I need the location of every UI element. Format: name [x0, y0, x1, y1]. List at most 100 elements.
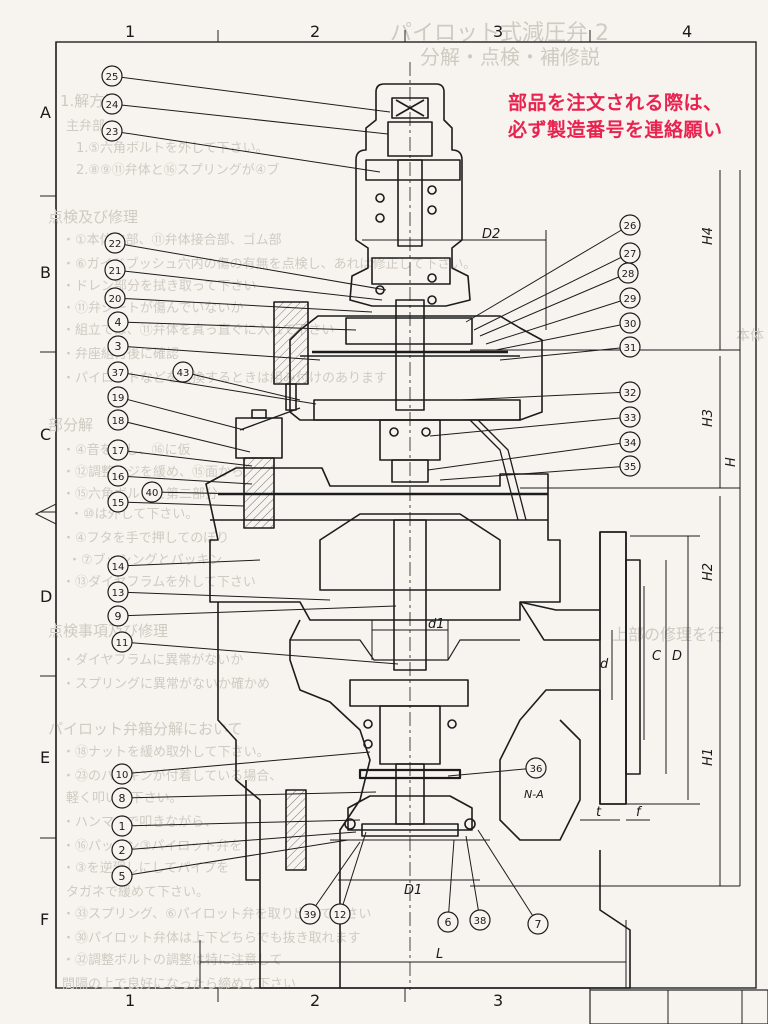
callout-bubble: 40	[141, 481, 163, 503]
callout-bubble: 22	[104, 232, 126, 254]
dimension-labels: H4 H3 H H2 H1 D2 D1 d1 d C D t f L N-A	[404, 227, 739, 962]
background-line: 点検及び修理	[48, 208, 138, 226]
leader-line	[473, 252, 631, 331]
background-line: ・⑬ダイヤフラムを外して下さい	[62, 575, 256, 590]
leader-line	[117, 475, 253, 485]
background-line: ・⑮六角ボルトを第二部分	[62, 487, 218, 502]
callout-number: 26	[624, 221, 637, 232]
col-label-2: 2	[310, 22, 320, 41]
leader-line	[121, 831, 357, 851]
callout-bubble: 31	[619, 336, 641, 358]
callout-bubble: 35	[619, 455, 641, 477]
background-line: ・⑦ブッシングとパッキン	[68, 552, 222, 568]
callout-bubble: 3	[107, 335, 129, 357]
callout-number: 28	[622, 269, 635, 280]
row-label-c: C	[40, 425, 51, 444]
row-label-f: F	[40, 910, 49, 929]
row-label-b: B	[40, 263, 51, 282]
callout-number: 30	[624, 319, 637, 330]
callout-bubble: 4	[107, 311, 129, 333]
dim-d-big: D	[672, 649, 682, 664]
leader-line	[429, 416, 631, 437]
callout-bubble: 32	[619, 381, 641, 403]
row-label-d: D	[40, 587, 52, 606]
col-label-1-bottom: 1	[125, 991, 135, 1010]
leader-line	[114, 242, 387, 291]
background-line: ・④フタを手で押してのぼり	[62, 531, 229, 546]
callout-number: 32	[624, 388, 637, 399]
callout-number: 11	[116, 638, 129, 649]
pipe-note: N-A	[524, 788, 544, 801]
background-line: ・㉜調整ボルトの調整は特に注意して	[62, 952, 283, 968]
background-line: ・⑯パッキン③パイロット弁を	[62, 839, 242, 854]
callout-number: 8	[119, 792, 126, 805]
dim-f: f	[636, 805, 643, 820]
callout-bubble: 15	[107, 491, 129, 513]
leader-line	[111, 130, 381, 173]
callout-bubble: 9	[107, 605, 129, 627]
leader-line	[117, 419, 251, 453]
order-notice: 部品を注文される際は、 必ず製造番号を連絡願い	[508, 90, 768, 144]
callout-bubble: 7	[527, 913, 549, 935]
leader-line	[465, 835, 481, 921]
callout-bubble: 13	[107, 581, 129, 603]
callout-bubble: 14	[107, 555, 129, 577]
callout-number: 29	[624, 294, 637, 305]
right-faded-2: 上部の修理を行	[612, 625, 724, 644]
callout-bubble: 5	[111, 865, 133, 887]
dim-h2: H2	[701, 563, 716, 581]
callout-number: 14	[112, 562, 125, 573]
row-label-a: A	[40, 103, 51, 122]
background-line: ・㉓のパッキンが付着している場合、	[62, 768, 282, 784]
callout-number: 7	[535, 918, 542, 931]
callout-bubble: 16	[107, 465, 129, 487]
right-faded-1: 本体	[736, 328, 764, 344]
leader-line	[479, 272, 629, 337]
callout-number: 27	[624, 249, 637, 260]
callout-number: 17	[112, 446, 125, 457]
leader-line	[111, 103, 389, 135]
leader-line	[439, 465, 631, 481]
callout-bubble: 8	[111, 787, 133, 809]
background-line: ・スプリングに異常がないか確かめ	[62, 676, 270, 692]
callout-bubble: 33	[619, 406, 641, 428]
background-line: ・ダイヤフラムに異常がないか	[62, 653, 243, 668]
background-line: ・①本体内部、⑪弁体接合部、ゴム部	[62, 232, 282, 248]
background-line: 点検事項及び修理	[48, 622, 168, 640]
callout-bubble: 27	[619, 242, 641, 264]
leader-line	[117, 345, 321, 361]
callout-number: 43	[177, 368, 190, 379]
callout-bubble: 18	[107, 409, 129, 431]
background-line: ・⑩は外して下さい。	[70, 507, 198, 522]
leader-line	[447, 839, 455, 923]
leader-line	[339, 831, 367, 915]
leader-line	[117, 559, 261, 567]
dim-c: C	[652, 649, 662, 664]
leader-line	[111, 75, 391, 113]
dim-t: t	[596, 805, 602, 820]
leader-line	[151, 491, 245, 495]
callout-number: 20	[109, 294, 122, 305]
background-line: 2.⑧⑨⑪弁体と⑯スプリングが④ブ	[76, 162, 279, 178]
callout-number: 33	[624, 413, 637, 424]
dim-h: H	[724, 457, 739, 467]
callout-bubble: 26	[619, 214, 641, 236]
callout-number: 36	[530, 764, 543, 775]
callout-bubble: 25	[101, 65, 123, 87]
leader-line	[121, 751, 371, 775]
leader-line	[495, 322, 631, 351]
valve-section	[205, 62, 641, 990]
leader-line	[121, 641, 399, 665]
callout-number: 12	[334, 910, 347, 921]
order-notice-line-1: 部品を注文される際は、	[508, 92, 723, 114]
dim-d: d	[600, 657, 609, 672]
callout-number: 24	[106, 100, 119, 111]
dimension-lines	[199, 170, 741, 988]
callout-number: 25	[106, 72, 119, 83]
dim-h1: H1	[701, 748, 716, 766]
background-line: ・㉝スプリング、⑥パイロット弁を取り出して下さい	[62, 907, 371, 922]
leader-line	[499, 346, 631, 361]
dim-d1-big: D1	[404, 883, 422, 898]
callout-number: 40	[146, 488, 159, 499]
dim-d1-small: d1	[428, 617, 445, 632]
